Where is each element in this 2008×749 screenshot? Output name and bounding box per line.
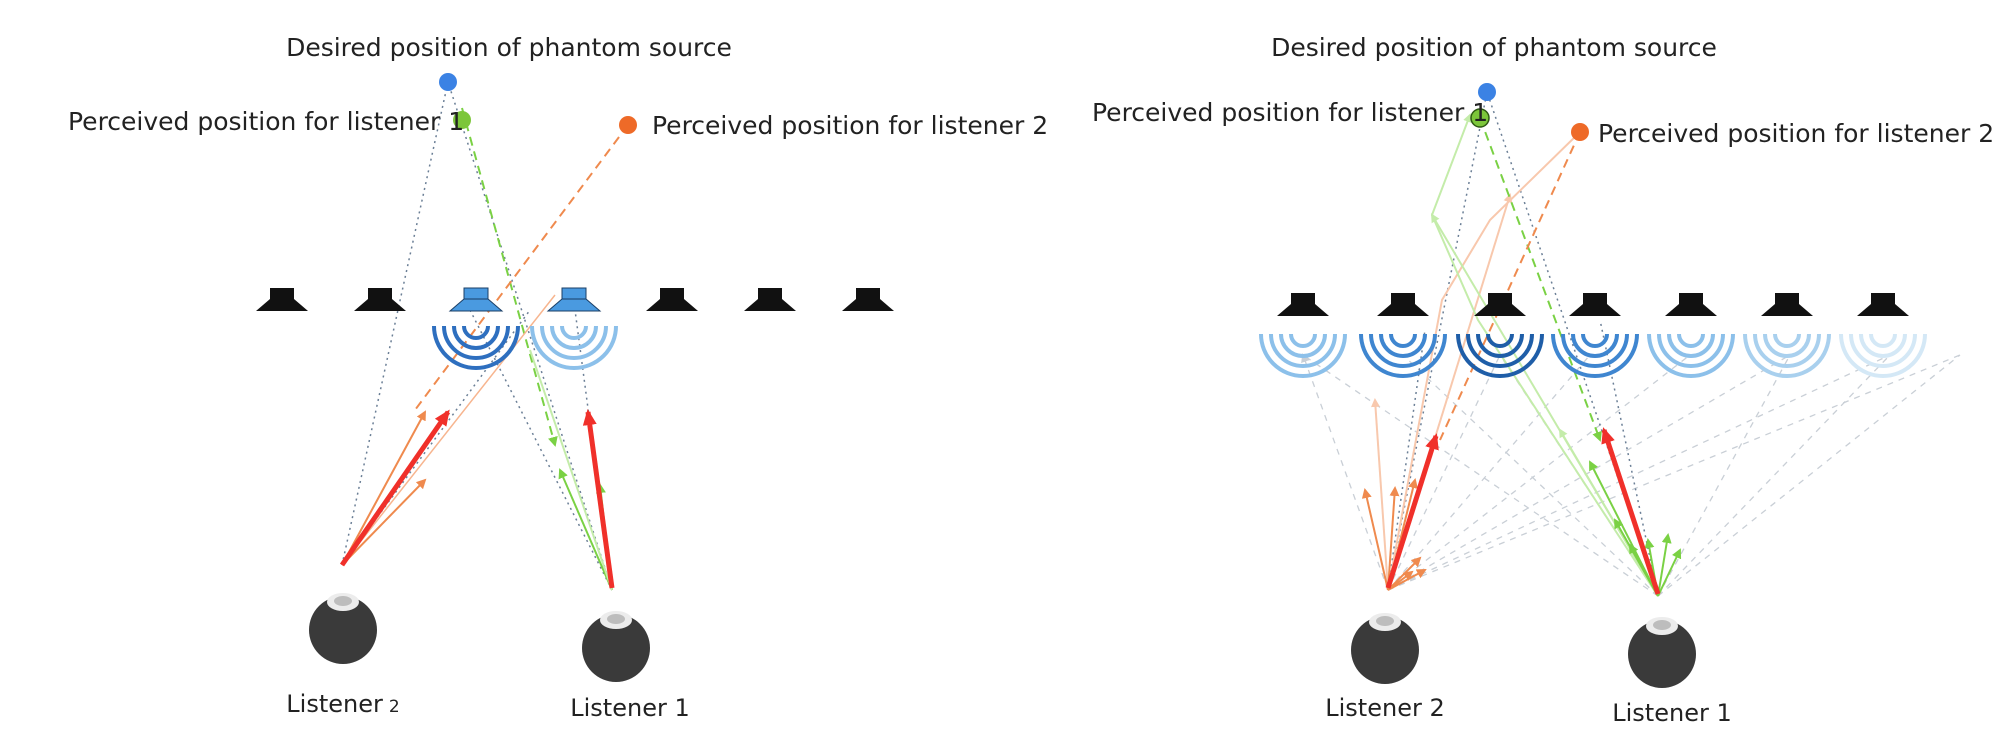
right-wave-speaker-6	[1743, 333, 1831, 378]
left-speaker-array	[256, 287, 894, 312]
right-wave-speaker-4	[1551, 333, 1639, 378]
right-listener1-rays	[1479, 117, 1682, 597]
left-desired-label: Desired position of phantom source	[286, 33, 732, 62]
right-wave-speaker-5	[1647, 333, 1735, 378]
left-listener2-rays	[341, 124, 629, 566]
left-perceived-listener1-dot	[453, 111, 471, 129]
right-wave-speaker-1	[1259, 333, 1347, 378]
right-perceived-listener1-dot	[1470, 108, 1490, 128]
right-desired-label: Desired position of phantom source	[1271, 33, 1717, 62]
right-listener2-rays	[1361, 131, 1581, 591]
right-desired-source-dot	[1478, 83, 1496, 101]
right-speaker-array	[1277, 293, 1909, 316]
left-listener-1-head	[582, 611, 650, 682]
right-listener-1-head	[1628, 617, 1696, 688]
speaker-icon	[1569, 293, 1621, 316]
right-listener-2-label: Listener 2	[1325, 694, 1444, 722]
speaker-icon	[1474, 293, 1526, 316]
left-perceived-listener2-dot	[619, 116, 637, 134]
right-resultant-arrows	[1385, 427, 1661, 595]
speaker-icon-active	[448, 287, 504, 312]
right-faint-lines	[1301, 353, 1961, 597]
speaker-icon	[1665, 293, 1717, 316]
speaker-icon	[744, 288, 796, 311]
speaker-icon-active	[546, 287, 602, 312]
speaker-icon	[354, 288, 406, 311]
right-wave-speaker-3	[1456, 333, 1544, 378]
speaker-icon	[256, 288, 308, 311]
speaker-icon	[1277, 293, 1329, 316]
left-perceived-1-label: Perceived position for listener 1	[68, 107, 464, 136]
right-guide-lines	[1387, 91, 1659, 597]
left-resultant-arrows	[339, 409, 615, 589]
speaker-icon	[1761, 293, 1813, 316]
speaker-icon	[1377, 293, 1429, 316]
right-wave-speaker-2	[1359, 333, 1447, 378]
right-listener-1-label: Listener 1	[1612, 699, 1731, 727]
speaker-icon	[646, 288, 698, 311]
right-wave-speaker-7	[1839, 333, 1927, 378]
left-wave-speaker-4	[530, 325, 618, 370]
left-perceived-2-label: Perceived position for listener 2	[652, 111, 1048, 140]
right-listener-2-head	[1351, 613, 1419, 684]
speaker-icon	[1857, 293, 1909, 316]
left-wave-speaker-3	[432, 325, 520, 370]
speaker-icon	[842, 288, 894, 311]
left-desired-source-dot	[439, 73, 457, 91]
right-panel: Desired position of phantom source Perce…	[1092, 33, 1994, 727]
right-perceived-2-label: Perceived position for listener 2	[1598, 119, 1994, 148]
right-perceived-1-label: Perceived position for listener 1	[1092, 98, 1488, 127]
left-listener-2-head	[309, 593, 377, 664]
right-perceived-listener2-dot	[1571, 123, 1589, 141]
left-panel: Desired position of phantom source Perce…	[68, 33, 1048, 722]
left-listener-1-label: Listener 1	[570, 694, 689, 722]
